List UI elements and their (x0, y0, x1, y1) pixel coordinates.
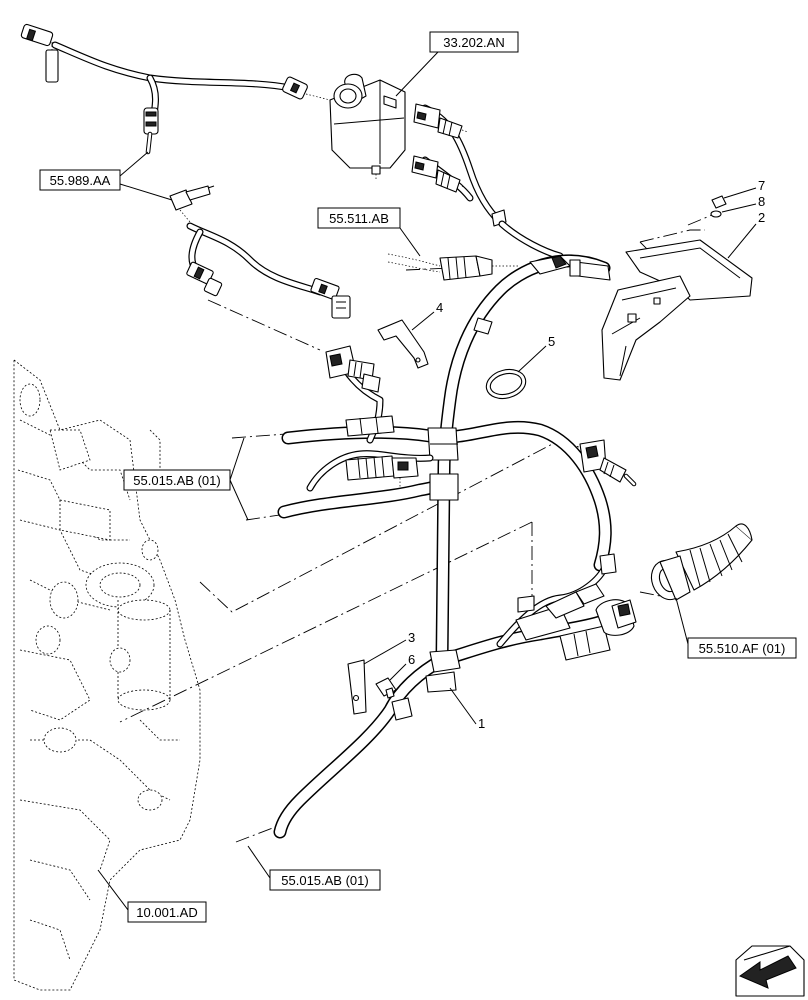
reference-55989aa[interactable]: 55.989.AA (39, 151, 173, 201)
svg-text:10.001.AD: 10.001.AD (136, 905, 197, 920)
svg-text:7: 7 (758, 178, 765, 193)
svg-text:55.510.AF (01): 55.510.AF (01) (699, 641, 786, 656)
level-sensor-connectors (411, 103, 564, 260)
engine-block (13, 359, 201, 991)
callout-4: 4 (411, 300, 443, 331)
main-harness (273, 254, 637, 839)
arrow-icon (735, 945, 805, 997)
top-left-connector (20, 23, 59, 83)
o-ring-5 (485, 368, 527, 400)
callout-8: 8 (721, 194, 765, 213)
svg-text:4: 4 (436, 300, 443, 315)
corrugated-conduit (650, 523, 753, 601)
svg-text:55.511.AB: 55.511.AB (329, 211, 389, 226)
reference-55511ab[interactable]: 55.511.AB (317, 207, 421, 257)
callout-1: 1 (449, 687, 485, 731)
reference-55510af[interactable]: 55.510.AF (01) (675, 597, 797, 659)
temperature-sensor (169, 185, 215, 211)
coolant-reservoir (329, 73, 406, 180)
svg-text:3: 3 (408, 630, 415, 645)
callout-7: 7 (723, 178, 765, 199)
svg-text:33.202.AN: 33.202.AN (443, 35, 504, 50)
reference-10001ad[interactable]: 10.001.AD (97, 869, 207, 923)
callout-6: 6 (389, 652, 415, 681)
svg-text:55.989.AA: 55.989.AA (50, 173, 111, 188)
callout-3: 3 (363, 630, 415, 665)
svg-text:1: 1 (478, 716, 485, 731)
svg-text:8: 8 (758, 194, 765, 209)
bracket-4 (377, 319, 429, 369)
connector-55511ab (387, 253, 520, 281)
reference-55015ab-upper[interactable]: 55.015.AB (01) (123, 437, 249, 521)
callout-5: 5 (517, 334, 555, 373)
upper-wiring (20, 23, 351, 319)
svg-text:55.015.AB (01): 55.015.AB (01) (281, 873, 368, 888)
cover-shield (601, 239, 753, 381)
svg-text:5: 5 (548, 334, 555, 349)
clip-3-and-bolt-6 (347, 659, 397, 715)
left-sensor-branch (306, 345, 434, 492)
svg-text:6: 6 (408, 652, 415, 667)
svg-text:55.015.AB (01): 55.015.AB (01) (133, 473, 220, 488)
reference-55015ab-lower[interactable]: 55.015.AB (01) (247, 845, 381, 891)
nut-and-washer (710, 195, 727, 218)
svg-text:2: 2 (758, 210, 765, 225)
reference-33202an[interactable]: 33.202.AN (395, 31, 519, 97)
callout-2: 2 (727, 210, 765, 259)
